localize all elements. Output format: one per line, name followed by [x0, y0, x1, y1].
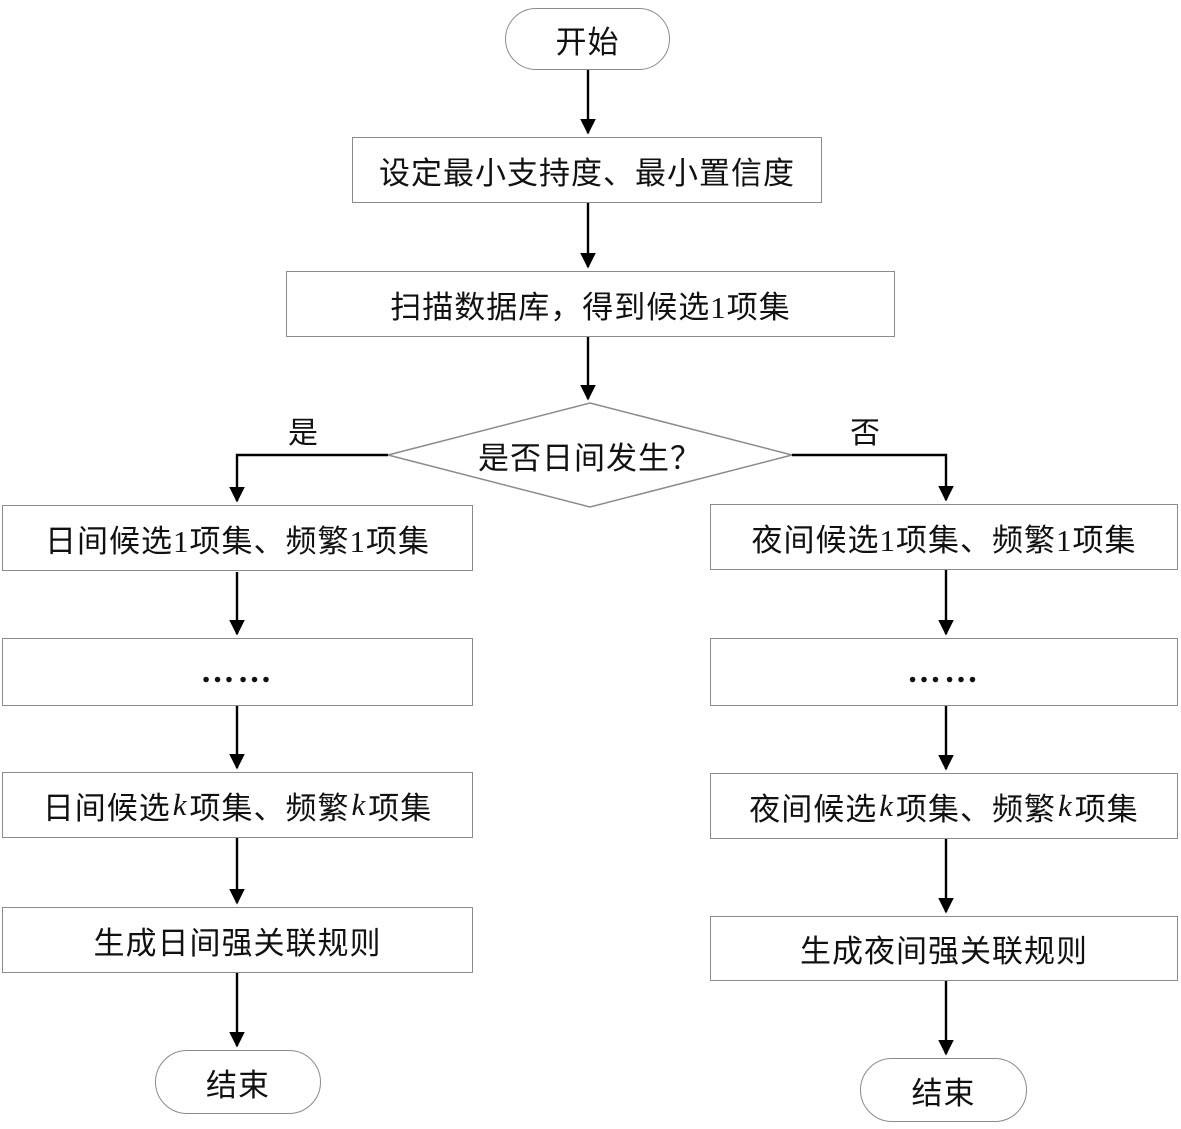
start-node: 开始 [505, 8, 670, 70]
day-ellipsis-step: …… [2, 638, 473, 706]
night-k-text-part: 项集、频繁 [896, 791, 1056, 827]
night-candidate1-step: 夜间候选1项集、频繁1项集 [710, 504, 1178, 570]
day-generate-rules-step: 生成日间强关联规则 [2, 907, 473, 973]
day-end-node: 结束 [155, 1050, 321, 1114]
day-ellipsis-text: …… [200, 653, 275, 691]
day-k-text-part: 日间候选 [42, 790, 171, 826]
branch-no-label: 否 [850, 417, 880, 450]
night-generate-rules-step: 生成夜间强关联规则 [710, 916, 1178, 981]
decision-daytime-label: 是否日间发生？ [478, 440, 702, 476]
night-k-variable-2: k [1058, 788, 1073, 823]
day-k-text-part: 项集 [368, 790, 433, 826]
night-end-node: 结束 [860, 1058, 1027, 1122]
branch-yes-label: 是 [288, 417, 318, 450]
night-ellipsis-step: …… [710, 638, 1178, 706]
night-k-text-part: 夜间候选 [749, 791, 878, 827]
night-ellipsis-text: …… [907, 653, 981, 691]
day-candidate1-step: 日间候选1项集、频繁1项集 [2, 505, 473, 571]
night-k-text-part: 项集 [1074, 791, 1139, 827]
day-k-variable-2: k [351, 787, 367, 822]
day-k-text-part: 项集、频繁 [189, 790, 350, 826]
day-k-variable-1: k [172, 787, 188, 822]
night-k-variable-1: k [879, 788, 894, 823]
scan-database-step: 扫描数据库，得到候选1项集 [286, 271, 895, 337]
set-thresholds-step: 设定最小支持度、最小置信度 [352, 137, 822, 203]
